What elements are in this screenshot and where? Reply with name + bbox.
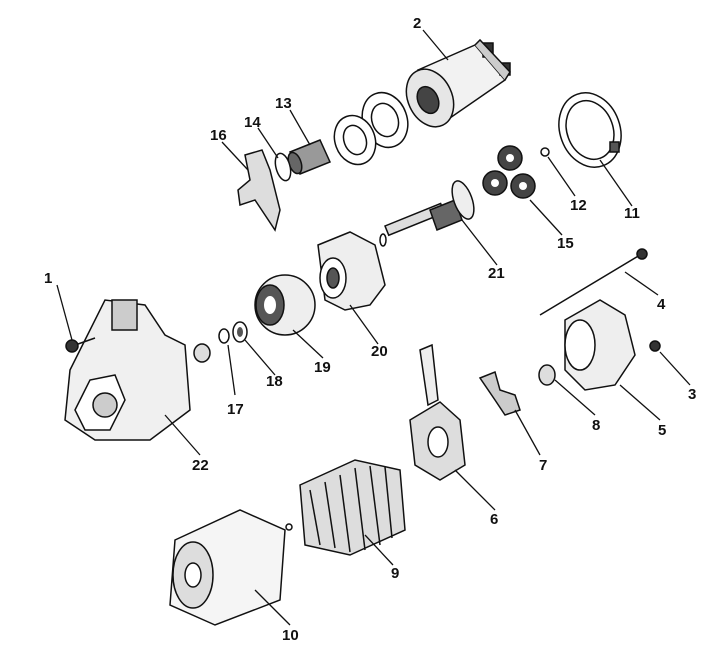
part-3-screw [649,340,661,352]
label-3: 3 [688,386,696,403]
part-11-cover-ring [558,92,622,168]
label-11: 11 [624,205,640,222]
solenoid-gaskets [333,91,409,166]
label-16: 16 [210,127,227,144]
label-12: 12 [570,197,587,214]
part-4-through-bolt [539,248,648,316]
label-2: 2 [413,15,421,32]
label-6: 6 [490,511,498,528]
part-18-washer [232,321,248,343]
bushing [193,343,211,363]
leader-lines [56,29,691,626]
label-8: 8 [592,417,600,434]
part-10-yoke [169,509,286,626]
part-8-bearing [538,364,556,386]
part-number-labels: 1 2 3 4 5 6 7 8 9 10 11 12 13 14 15 16 1… [44,15,696,644]
part-5-end-frame [564,299,636,391]
label-18: 18 [266,373,283,390]
label-7: 7 [539,457,547,474]
part-12-ball [540,147,550,157]
part-1-bolt [65,337,96,353]
label-5: 5 [658,422,666,439]
label-21: 21 [488,265,505,282]
label-4: 4 [657,296,666,313]
label-22: 22 [192,457,209,474]
part-21-output-shaft [379,180,475,247]
part-20-gear-housing [317,231,386,311]
part-9-armature [285,459,406,556]
part-22-drive-housing [64,299,191,441]
part-17-snap-ring [218,328,230,344]
part-16-shift-lever [237,149,281,232]
label-1: 1 [44,270,52,287]
label-15: 15 [557,235,574,252]
part-14-spring [274,152,292,182]
part-6-brush-holder [409,343,466,481]
label-10: 10 [282,627,299,644]
part-19-drive-pinion [254,274,316,336]
part-15-planetary-gears [482,145,536,199]
part-13-plunger [287,139,332,175]
label-13: 13 [275,95,292,112]
label-20: 20 [371,343,388,360]
label-9: 9 [391,565,399,582]
label-14: 14 [244,114,261,131]
part-7-brush-spring [478,370,521,416]
label-19: 19 [314,359,331,376]
label-17: 17 [227,401,244,418]
part-2-solenoid [405,38,511,128]
